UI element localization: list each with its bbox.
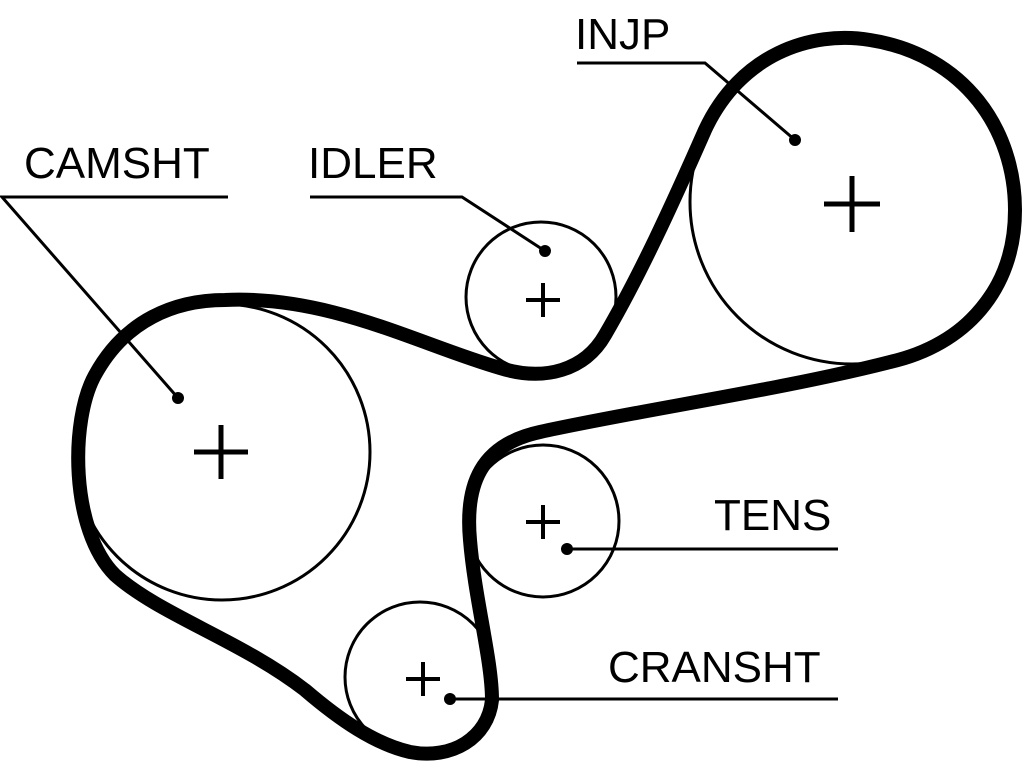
idler-label: IDLER [308, 139, 438, 188]
camshaft-label: CAMSHT [24, 139, 210, 188]
tensioner-center-cross [526, 505, 560, 539]
labels: CAMSHT IDLER INJP TENS CRANSHT [24, 10, 831, 692]
injection-pump-leader [577, 61, 796, 142]
crankshaft-label: CRANSHT [608, 643, 821, 692]
pulleys [72, 38, 1016, 754]
crankshaft-center-cross [406, 662, 440, 696]
injection-pump-label: INJP [575, 10, 670, 59]
camshaft-leader [0, 195, 228, 399]
timing-belt [71, 30, 1022, 761]
injection-pump-center-cross [824, 176, 880, 232]
leader-lines [0, 61, 838, 705]
center-marks [194, 176, 880, 696]
idler-leader [310, 195, 546, 253]
tensioner-label: TENS [714, 491, 831, 540]
camshaft-center-cross [194, 425, 248, 479]
idler-center-cross [526, 283, 560, 317]
